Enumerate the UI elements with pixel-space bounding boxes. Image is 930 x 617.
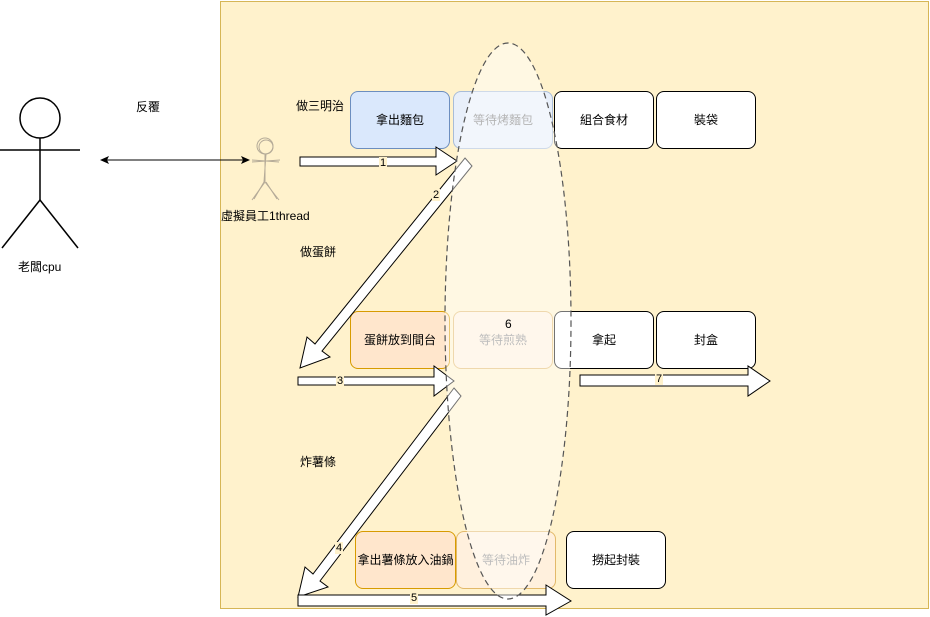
- step-box-up: 封盒: [656, 311, 756, 369]
- arrow-4: [297, 387, 462, 598]
- arrow-6-label: 6: [505, 317, 512, 331]
- arrow-3-label: 3: [336, 375, 345, 387]
- worker-label: 虛擬員工1thread: [221, 209, 310, 223]
- step-bag: 裝袋: [656, 91, 756, 149]
- arrow-7: [579, 365, 771, 397]
- task-omelette-label: 做蛋餅: [300, 245, 337, 259]
- step-assemble: 組合食材: [554, 91, 654, 149]
- step-take-bread: 拿出麵包: [350, 91, 450, 149]
- arrow-3: [297, 365, 455, 397]
- boss-label: 老闆cpu: [18, 260, 62, 274]
- arrow-2-label: 2: [432, 189, 441, 201]
- step-wait-deep-fry: 等待油炸: [456, 531, 556, 589]
- arrow-1-label: 1: [379, 157, 388, 169]
- wait-ellipse: [444, 42, 572, 600]
- task-sandwich-label: 做三明治: [296, 99, 345, 113]
- arrow-2: [299, 157, 473, 369]
- repeat-label: 反覆: [136, 100, 161, 114]
- task-fries-label: 炸薯條: [300, 455, 337, 469]
- step-fries-into-oil: 拿出薯條放入油鍋: [355, 531, 456, 589]
- step-pick-up: 拿起: [554, 311, 654, 369]
- arrow-4-label: 4: [335, 542, 344, 554]
- arrow-5: [297, 584, 572, 616]
- step-scoop-pack: 撈起封裝: [566, 531, 666, 589]
- step-wait-fry-pan: 等待煎熟: [453, 311, 553, 369]
- arrow-1: [299, 146, 458, 176]
- arrow-7-label: 7: [655, 373, 664, 385]
- step-place-omelette: 蛋餅放到間台: [350, 311, 450, 369]
- arrow-5-label: 5: [410, 592, 419, 604]
